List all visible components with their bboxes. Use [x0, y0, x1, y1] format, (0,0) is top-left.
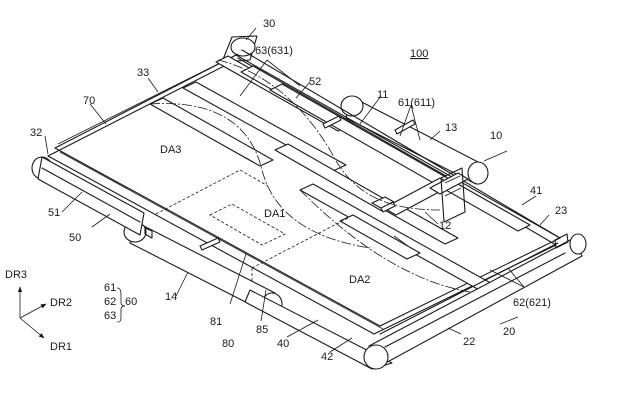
slit-611 — [394, 119, 416, 135]
roller-13 — [340, 95, 489, 185]
label-32: 32 — [30, 127, 42, 139]
label-30: 30 — [263, 18, 275, 30]
label-51: 51 — [48, 207, 60, 219]
label-62-621: 62(621) — [513, 297, 551, 309]
label-13: 13 — [445, 122, 457, 134]
label-85: 85 — [256, 324, 268, 336]
label-33: 33 — [137, 67, 149, 79]
label-63-631: 63(631) — [255, 45, 293, 57]
label-23: 23 — [555, 205, 567, 217]
label-70: 70 — [83, 95, 95, 107]
roller-32 — [31, 156, 145, 236]
label-61-611: 61(611) — [398, 97, 435, 109]
label-14: 14 — [165, 291, 177, 303]
slit-14 — [199, 237, 221, 251]
label-12: 12 — [439, 220, 451, 232]
label-41: 41 — [530, 185, 542, 197]
labels: 30 63(631) 100 33 52 70 11 61(611) 13 32… — [5, 18, 567, 363]
roller-42 — [244, 233, 587, 370]
label-20: 20 — [503, 326, 515, 338]
legend-60: 60 — [125, 296, 137, 308]
label-da2: DA2 — [349, 274, 370, 286]
bend-line — [149, 103, 371, 249]
frame-12 — [440, 167, 466, 223]
label-10: 10 — [490, 130, 502, 142]
roller-30 — [221, 35, 258, 63]
coordinate-axes — [17, 286, 47, 339]
label-22: 22 — [463, 336, 475, 348]
label-dr3: DR3 — [5, 269, 27, 281]
label-52: 52 — [309, 76, 321, 88]
label-42: 42 — [321, 351, 333, 363]
label-dr1: DR1 — [50, 341, 72, 353]
label-da3: DA3 — [160, 144, 181, 156]
label-da1: DA1 — [264, 208, 285, 220]
rail-33 — [241, 49, 561, 239]
label-11: 11 — [377, 89, 388, 101]
label-81: 81 — [210, 316, 222, 328]
plate-22 — [384, 252, 566, 348]
label-80: 80 — [222, 338, 234, 350]
legend-brace — [116, 287, 126, 323]
label-50: 50 — [69, 232, 81, 244]
label-dr2: DR2 — [50, 297, 72, 309]
label-40: 40 — [277, 338, 289, 350]
legend-61: 61 — [104, 282, 116, 294]
support-bars-61-62 — [274, 143, 497, 293]
legend-63: 63 — [104, 310, 116, 322]
leader-lines — [44, 27, 550, 353]
legend-62: 62 — [104, 296, 116, 308]
label-100: 100 — [410, 48, 428, 60]
